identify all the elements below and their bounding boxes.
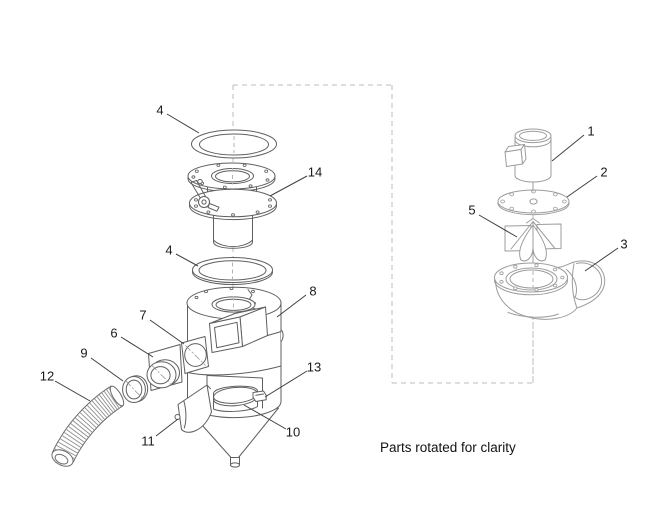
part-4-ring-bottom <box>192 257 273 285</box>
hose-rib <box>62 435 81 448</box>
callout-label-12: 12 <box>40 369 54 384</box>
hose-rib <box>99 394 114 413</box>
leader-line-5 <box>478 214 518 238</box>
part-12-hose <box>51 385 125 467</box>
hose-body <box>52 385 124 463</box>
callout-label-6: 6 <box>110 326 117 341</box>
leader-line-6 <box>120 336 154 358</box>
hose-rib <box>87 405 103 422</box>
part-13-door-latch <box>252 390 267 402</box>
hose-rib <box>72 420 91 435</box>
part-6-inlet-flange <box>146 344 183 391</box>
callout-label-13: 13 <box>307 360 321 375</box>
part-11-door <box>174 384 212 433</box>
housing-flange-bolt-holes <box>499 263 565 292</box>
callout-label-7: 7 <box>139 308 146 323</box>
hose-rib <box>103 391 118 410</box>
hose-rib <box>75 417 93 433</box>
hose-rib <box>106 389 120 409</box>
hose-rib <box>89 402 105 420</box>
part-8-canister <box>186 286 284 468</box>
hose-rib <box>58 441 78 454</box>
part-4-ring-top <box>191 129 277 159</box>
part-9-clamp-ring <box>122 375 149 403</box>
hose-rib <box>91 400 107 418</box>
callout-label-4: 4 <box>156 103 163 118</box>
callout-label-8: 8 <box>309 284 316 299</box>
hose-rib <box>60 438 80 451</box>
caption-text: Parts rotated for clarity <box>380 440 516 455</box>
canister-rim-bolt-holes <box>194 286 255 300</box>
part-14-adapter <box>187 162 277 249</box>
hose-rib <box>96 396 112 415</box>
leader-line-7 <box>149 319 185 345</box>
hose-rib <box>94 398 110 416</box>
leader-line-14 <box>269 175 308 197</box>
adapter-lower-bolt-holes <box>194 198 272 217</box>
part-10-inner-drum <box>213 385 258 412</box>
adapter-upper-bolt-holes <box>191 163 270 189</box>
hose-rib <box>70 423 89 438</box>
hose-rib <box>79 412 97 428</box>
part-1-motor <box>504 128 552 192</box>
hose-rib <box>82 409 99 426</box>
leader-line-3 <box>584 247 619 272</box>
hose-rib <box>77 414 95 431</box>
callout-label-5: 5 <box>468 203 475 218</box>
hose-rib <box>84 407 101 424</box>
callout-label-9: 9 <box>80 346 87 361</box>
callout-label-3: 3 <box>620 237 627 252</box>
leader-line-8 <box>276 294 307 318</box>
part-5-impeller <box>504 218 562 263</box>
leader-line-13 <box>264 370 308 398</box>
part-3-blower-housing <box>494 260 606 320</box>
leader-line-11 <box>155 418 179 437</box>
hose-rib <box>56 445 76 457</box>
adapter-latch <box>190 179 220 212</box>
leader-line-2 <box>566 175 598 198</box>
callout-label-11: 11 <box>141 434 155 449</box>
part-2-mount-plate <box>497 189 570 216</box>
hose-rib <box>68 426 87 440</box>
canister-spout <box>229 456 241 468</box>
leader-line-12 <box>54 380 91 402</box>
callout-label-14: 14 <box>308 165 322 180</box>
callout-label-2: 2 <box>600 165 607 180</box>
leader-line-9 <box>90 357 124 382</box>
canister-inlet-duct <box>209 306 282 353</box>
hose-rib <box>101 392 116 411</box>
hose-rib <box>66 429 85 443</box>
leader-line-4 <box>166 113 200 134</box>
leader-line-1 <box>551 134 585 162</box>
leader-line-10 <box>243 404 287 430</box>
callout-label-1: 1 <box>587 124 594 139</box>
part-7-gasket-plate <box>181 336 209 374</box>
leader-line-4 <box>175 253 199 267</box>
callout-label-4: 4 <box>165 243 172 258</box>
hose-end-caps <box>51 385 125 467</box>
hose-rib <box>64 432 83 446</box>
callout-label-10: 10 <box>286 425 300 440</box>
